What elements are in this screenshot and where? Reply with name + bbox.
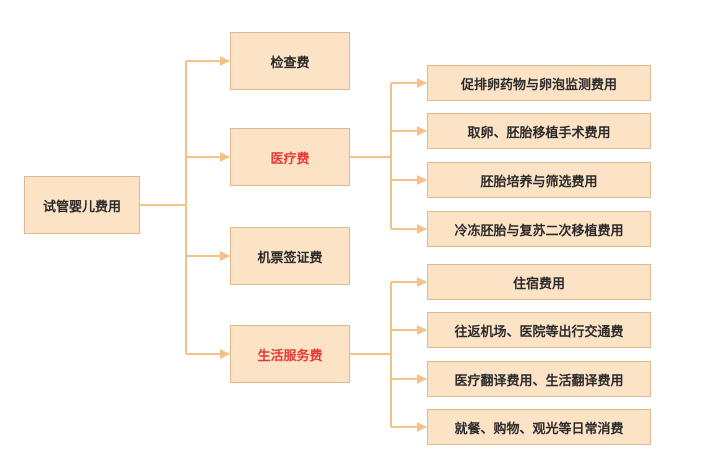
living-item: 就餐、购物、观光等日常消费 <box>427 409 651 445</box>
category-living-service-fee: 生活服务费 <box>230 325 350 383</box>
living-item: 往返机场、医院等出行交通费 <box>427 312 651 348</box>
medical-item: 胚胎培养与筛选费用 <box>427 162 651 198</box>
category-medical-fee: 医疗费 <box>230 128 350 186</box>
living-item: 医疗翻译费用、生活翻译费用 <box>427 361 651 397</box>
medical-item: 促排卵药物与卵泡监测费用 <box>427 65 651 101</box>
category-exam-fee: 检查费 <box>230 32 350 90</box>
medical-item: 冷冻胚胎与复苏二次移植费用 <box>427 211 651 247</box>
living-item: 住宿费用 <box>427 264 651 300</box>
medical-item: 取卵、胚胎移植手术费用 <box>427 113 651 149</box>
root-node: 试管婴儿费用 <box>24 176 140 234</box>
category-ticket-visa-fee: 机票签证费 <box>230 227 350 285</box>
